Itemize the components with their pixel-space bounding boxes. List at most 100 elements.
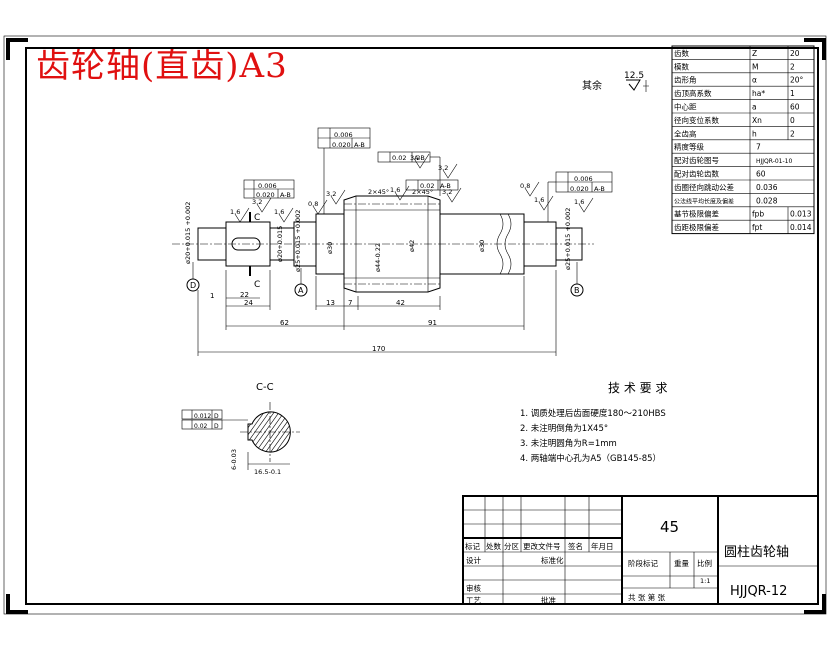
roughness-value: 3.2: [442, 188, 452, 196]
cc-tol1-a: 0.012: [194, 413, 211, 420]
inner-frame: [25, 47, 819, 605]
roughness-value: 3.2: [410, 154, 420, 162]
param-cell: 0.014: [790, 223, 812, 232]
roughness-value: 1.6: [574, 198, 584, 206]
param-cell: 模数: [674, 61, 689, 71]
section-hatch-line: [259, 412, 291, 453]
param-cell: 精度等级: [674, 142, 704, 152]
dim-d3: ø25+0.015 +0.002: [294, 210, 302, 272]
roughness-value: 1.6: [534, 196, 544, 204]
section-mark-bottom: C: [254, 280, 260, 290]
dim-d1: ø20+0.015 +0.002: [184, 202, 192, 264]
param-cell: 0: [790, 116, 795, 125]
param-cell: 基节极限偏差: [674, 209, 719, 219]
param-cell: M: [752, 62, 758, 71]
roughness-symbol: [234, 207, 250, 223]
dim-d5: ø30: [326, 242, 334, 254]
roughness-value: 1.6: [390, 186, 400, 194]
roughness-symbol: [278, 207, 294, 223]
dim-l2: 22: [240, 291, 249, 299]
dim-l8: 91: [428, 319, 437, 327]
dim-l3: 24: [244, 299, 253, 307]
param-cell: 20°: [790, 76, 804, 85]
tol1-c: A-B: [280, 191, 291, 199]
tb-label-count: 处数: [486, 541, 501, 551]
param-cell: 配对齿轮图号: [674, 155, 719, 165]
tb-sheets: 共 张 第 张: [628, 592, 666, 602]
roughness-value: 3.2: [326, 190, 336, 198]
cc-depth-dim: 16.5-0.1: [254, 468, 281, 476]
param-cell: 1: [790, 89, 795, 98]
dim-d9: ø25+0.015 +0.002: [564, 208, 572, 270]
param-cell: ha*: [752, 89, 765, 98]
param-cell: 0.036: [756, 183, 778, 192]
param-cell: 径向变位系数: [674, 115, 719, 125]
section-mark-top: C: [254, 213, 260, 223]
roughness-symbol: [524, 181, 540, 197]
param-cell: 60: [790, 103, 800, 112]
section-hatch-line: [284, 412, 291, 453]
roughness-symbol: [394, 185, 410, 201]
roughness-value: 3.2: [252, 198, 262, 206]
tb-material: 45: [660, 518, 679, 536]
roughness-symbol: [578, 197, 594, 213]
tol3-a: 0.02: [392, 154, 406, 162]
section-hatch-line: [248, 412, 276, 453]
param-cell: 60: [756, 170, 766, 179]
dim-l9: 170: [372, 345, 385, 353]
tech-item-1: 1. 调质处理后齿面硬度180～210HBS: [520, 408, 666, 419]
tb-label-date: 年月日: [591, 541, 614, 551]
section-hatch-line: [269, 412, 291, 453]
tb-scale: 1:1: [700, 577, 710, 585]
tol1-b: 0.020: [256, 191, 275, 199]
tech-item-4: 4. 两轴端中心孔为A5（GB145-85）: [520, 453, 661, 464]
cc-tol2-c: D: [214, 423, 219, 430]
drawing-title: 齿轮轴(直齿)A3: [36, 46, 288, 86]
roughness-symbol: [446, 187, 462, 203]
length-dims: 1 22 24 13 7 42 62 91 170: [197, 270, 557, 356]
roughness-symbol: [442, 163, 458, 179]
param-cell: fpb: [752, 210, 764, 219]
datum-a: A: [298, 286, 304, 295]
param-cell: 齿数: [674, 48, 689, 58]
diameter-dims: ø20+0.015 +0.002 ø20+0.015 ø25+0.015 +0.…: [184, 188, 572, 272]
section-hatch-line: [248, 412, 271, 453]
tb-label-zone: 分区: [504, 542, 519, 551]
param-cell: a: [752, 103, 757, 112]
tb-design: 设计: [466, 555, 481, 565]
cc-tol1-c: D: [214, 413, 219, 420]
param-cell: 齿圈径向跳动公差: [674, 182, 734, 192]
param-cell: 7: [756, 143, 761, 152]
param-cell: HJJQR-01-10: [756, 158, 792, 165]
param-cell: 2: [790, 129, 795, 138]
general-roughness: 其余 12.5: [582, 71, 649, 92]
section-hatch-line: [264, 412, 291, 453]
section-cc: C-C 16.5-0.1 6-0.03 0.012 D 0.02 D: [181, 382, 300, 476]
tol4-c: A-B: [594, 185, 605, 193]
datum-d: D: [190, 281, 196, 290]
tb-process: 工艺: [466, 596, 481, 605]
datum-b: B: [574, 286, 580, 295]
tb-part-name: 圆柱齿轮轴: [724, 545, 789, 560]
datum-markers: D A B: [186, 262, 584, 297]
tb-stage: 阶段标记: [628, 558, 658, 568]
dim-d7: ø42: [408, 240, 416, 252]
param-cell: 齿顶高系数: [674, 88, 712, 98]
section-hatch-line: [248, 412, 281, 453]
roughness-symbol: [414, 153, 430, 169]
param-cell: 0.028: [756, 196, 778, 205]
technical-requirements: 技 术 要 求 1. 调质处理后齿面硬度180～210HBS 2. 未注明倒角为…: [520, 381, 667, 464]
tech-item-2: 2. 未注明倒角为1X45°: [520, 423, 608, 434]
tol2-a: 0.006: [334, 131, 353, 139]
param-cell: fpt: [752, 223, 762, 232]
tolerance-frames: 0.006 0.020 A-B 0.006 0.020 A-B 0.02 A-B…: [243, 127, 613, 222]
roughness-general-value: 12.5: [624, 71, 644, 81]
roughness-symbol: [538, 195, 554, 211]
dim-l4: 13: [326, 299, 335, 307]
tech-item-3: 3. 未注明圆角为R=1mm: [520, 438, 617, 449]
tb-check: 审核: [466, 583, 481, 593]
dim-l1: 1: [210, 292, 214, 300]
param-cell: 齿距极限偏差: [674, 222, 719, 232]
